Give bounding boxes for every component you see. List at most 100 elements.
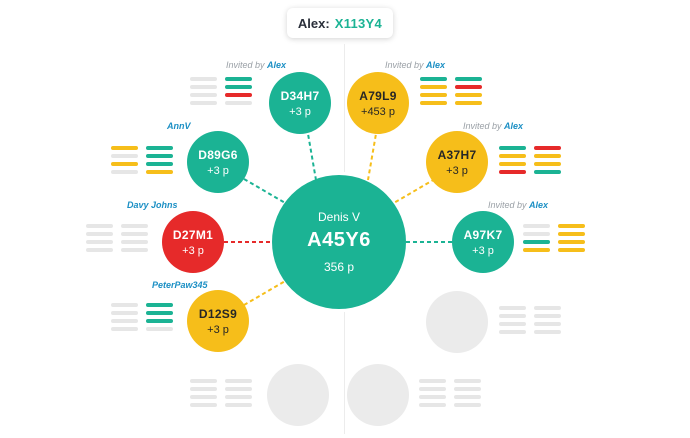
label-inviter: Alex bbox=[426, 60, 446, 70]
current-user-code: X113Y4 bbox=[334, 15, 383, 31]
member-points: +3 p bbox=[446, 164, 468, 177]
stat-bar-grey bbox=[534, 306, 561, 310]
label-prefix: Invited by bbox=[463, 121, 502, 131]
stat-bar-grey bbox=[86, 248, 113, 252]
stat-bar-grey bbox=[146, 327, 173, 331]
stat-bar-grey bbox=[534, 322, 561, 326]
stat-bar-grey bbox=[111, 327, 138, 331]
stat-bar-grey bbox=[111, 154, 138, 158]
connector-d12s9 bbox=[243, 279, 288, 306]
empty-slot-bottom-right-stats bbox=[419, 379, 481, 407]
stat-bar-red bbox=[455, 85, 482, 89]
stat-bar-yellow bbox=[420, 85, 447, 89]
stat-bar-red bbox=[499, 170, 526, 174]
member-stats-d12s9 bbox=[111, 303, 173, 331]
label-d12s9: PeterPaw345 bbox=[152, 280, 208, 290]
stat-bar-yellow bbox=[455, 93, 482, 97]
empty-slot-bottom-left[interactable] bbox=[267, 364, 329, 426]
stat-bar-yellow bbox=[558, 224, 585, 228]
stat-bar-grey bbox=[499, 314, 526, 318]
connector-a79l9 bbox=[367, 127, 378, 181]
stat-bar-grey bbox=[121, 224, 148, 228]
label-d27m1: Davy Johns bbox=[127, 200, 178, 210]
stat-bar-grey bbox=[499, 306, 526, 310]
stat-bar-green bbox=[499, 146, 526, 150]
stat-bar-yellow bbox=[111, 146, 138, 150]
label-prefix: Invited by bbox=[226, 60, 265, 70]
connector-d34h7 bbox=[306, 127, 317, 181]
stat-bar-grey bbox=[111, 311, 138, 315]
stat-bar-yellow bbox=[534, 162, 561, 166]
stat-bar-grey bbox=[523, 232, 550, 236]
stat-bar-red bbox=[225, 93, 252, 97]
member-code: D89G6 bbox=[198, 147, 238, 162]
member-node-d89g6[interactable]: D89G6 +3 p bbox=[187, 131, 249, 193]
stat-bar-green bbox=[523, 240, 550, 244]
member-node-d34h7[interactable]: D34H7 +3 p bbox=[269, 72, 331, 134]
stat-bar-grey bbox=[190, 85, 217, 89]
stat-bar-grey bbox=[190, 101, 217, 105]
member-points: +3 p bbox=[182, 244, 204, 257]
member-stats-a97k7 bbox=[523, 224, 585, 252]
label-a79l9: Invited by Alex bbox=[385, 60, 445, 70]
stat-bar-grey bbox=[419, 379, 446, 383]
label-inviter: Alex bbox=[267, 60, 287, 70]
member-code: A97K7 bbox=[463, 227, 503, 242]
stat-bar-grey bbox=[454, 387, 481, 391]
label-d89g6: AnnV bbox=[167, 121, 191, 131]
member-node-a79l9[interactable]: A79L9 +453 p bbox=[347, 72, 409, 134]
stat-bar-green bbox=[225, 77, 252, 81]
empty-slot-right[interactable] bbox=[426, 291, 488, 353]
member-node-a37h7[interactable]: A37H7 +3 p bbox=[426, 131, 488, 193]
stat-bar-grey bbox=[111, 319, 138, 323]
top-divider bbox=[344, 44, 345, 172]
member-stats-d34h7 bbox=[190, 77, 252, 105]
label-member-name: Davy Johns bbox=[127, 200, 178, 210]
stat-bar-grey bbox=[111, 303, 138, 307]
stat-bar-green bbox=[146, 319, 173, 323]
member-points: +3 p bbox=[289, 105, 311, 118]
member-node-d12s9[interactable]: D12S9 +3 p bbox=[187, 290, 249, 352]
current-user-badge[interactable]: Alex : X113Y4 bbox=[287, 8, 393, 38]
label-prefix: Invited by bbox=[488, 200, 527, 210]
stat-bar-yellow bbox=[499, 154, 526, 158]
center-member-code: A45Y6 bbox=[307, 229, 371, 251]
label-member-name: AnnV bbox=[167, 121, 191, 131]
stat-bar-grey bbox=[225, 395, 252, 399]
center-member-node[interactable]: Denis V A45Y6 356 p bbox=[272, 175, 406, 309]
member-node-d27m1[interactable]: D27M1 +3 p bbox=[162, 211, 224, 273]
member-stats-a79l9 bbox=[420, 77, 482, 105]
bottom-divider bbox=[344, 312, 345, 434]
empty-slot-bottom-right[interactable] bbox=[347, 364, 409, 426]
label-d34h7: Invited by Alex bbox=[226, 60, 286, 70]
member-stats-d27m1 bbox=[86, 224, 148, 252]
stat-bar-grey bbox=[225, 387, 252, 391]
member-node-a97k7[interactable]: A97K7 +3 p bbox=[452, 211, 514, 273]
stat-bar-grey bbox=[454, 379, 481, 383]
stat-bar-grey bbox=[190, 77, 217, 81]
label-member-name: PeterPaw345 bbox=[152, 280, 208, 290]
label-a97k7: Invited by Alex bbox=[488, 200, 548, 210]
stat-bar-yellow bbox=[420, 101, 447, 105]
stat-bar-yellow bbox=[420, 93, 447, 97]
stat-bar-yellow bbox=[111, 162, 138, 166]
stat-bar-grey bbox=[190, 395, 217, 399]
stat-bar-green bbox=[146, 146, 173, 150]
empty-slot-bottom-left-stats bbox=[190, 379, 252, 407]
member-points: +3 p bbox=[472, 244, 494, 257]
stat-bar-grey bbox=[534, 330, 561, 334]
stat-bar-yellow bbox=[146, 170, 173, 174]
stat-bar-grey bbox=[121, 240, 148, 244]
label-inviter: Alex bbox=[529, 200, 549, 210]
stat-bar-green bbox=[146, 311, 173, 315]
stat-bar-grey bbox=[86, 240, 113, 244]
label-inviter: Alex bbox=[504, 121, 524, 131]
stat-bar-grey bbox=[111, 170, 138, 174]
stat-bar-yellow bbox=[523, 248, 550, 252]
stat-bar-green bbox=[534, 170, 561, 174]
stat-bar-green bbox=[146, 303, 173, 307]
member-code: D34H7 bbox=[280, 88, 320, 103]
stat-bar-grey bbox=[121, 232, 148, 236]
